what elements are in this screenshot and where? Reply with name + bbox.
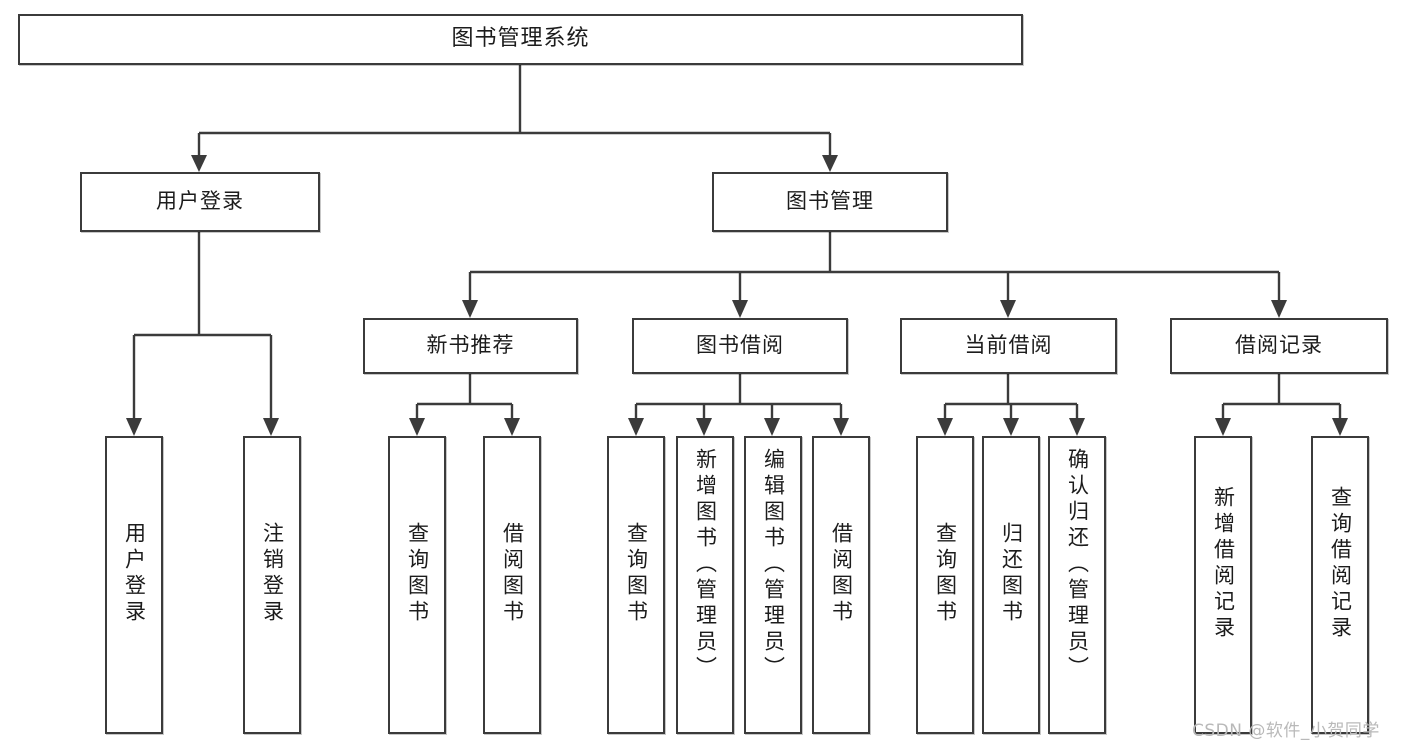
arrowhead-book-borrow (732, 300, 748, 318)
node-book-borrow[interactable]: 图书借阅 (632, 318, 848, 374)
node-label: 查询图书 (933, 522, 958, 626)
arrowhead-leaf-borrow-record-2 (1332, 418, 1348, 436)
leaf-borrow-record-2[interactable]: 查询借阅记录 (1311, 436, 1369, 734)
node-label: 借阅图书 (829, 522, 854, 626)
node-new-book-recommend[interactable]: 新书推荐 (363, 318, 578, 374)
arrowhead-current-borrow (1000, 300, 1016, 318)
leaf-user-login-1[interactable]: 用户登录 (105, 436, 163, 734)
leaf-book-borrow-3[interactable]: 编辑图书（管理员） (744, 436, 802, 734)
arrowhead-leaf-book-borrow-3 (764, 418, 780, 436)
node-label: 编辑图书（管理员） (761, 448, 786, 682)
node-label: 归还图书 (999, 522, 1024, 626)
arrowhead-borrow-record (1271, 300, 1287, 318)
node-label: 借阅图书 (500, 522, 525, 626)
leaf-user-login-2[interactable]: 注销登录 (243, 436, 301, 734)
node-label: 图书管理系统 (451, 26, 590, 52)
arrowhead-leaf-borrow-record-1 (1215, 418, 1231, 436)
node-label: 新增图书（管理员） (693, 448, 718, 682)
node-label: 图书管理 (786, 189, 874, 214)
node-label: 查询图书 (405, 522, 430, 626)
leaf-new-book-recommend-1[interactable]: 查询图书 (388, 436, 446, 734)
leaf-book-borrow-1[interactable]: 查询图书 (607, 436, 665, 734)
node-label: 用户登录 (122, 522, 147, 626)
arrowhead-leaf-current-borrow-1 (937, 418, 953, 436)
node-label: 查询借阅记录 (1328, 486, 1353, 642)
node-label: 查询图书 (624, 522, 649, 626)
arrowhead-book-manage (822, 155, 838, 172)
leaf-borrow-record-1[interactable]: 新增借阅记录 (1194, 436, 1252, 734)
node-label: 借阅记录 (1235, 333, 1323, 358)
node-label: 当前借阅 (964, 333, 1053, 358)
node-label: 新增借阅记录 (1211, 486, 1236, 642)
node-label: 确认归还（管理员） (1065, 448, 1090, 682)
node-label: 注销登录 (260, 522, 285, 626)
arrowhead-leaf-book-borrow-4 (833, 418, 849, 436)
arrowhead-leaf-user-login-1 (126, 418, 142, 436)
arrowhead-new-book (462, 300, 478, 318)
leaf-new-book-recommend-2[interactable]: 借阅图书 (483, 436, 541, 734)
arrowhead-leaf-user-login-2 (263, 418, 279, 436)
leaf-book-borrow-4[interactable]: 借阅图书 (812, 436, 870, 734)
node-label: 用户登录 (156, 189, 244, 214)
arrowhead-leaf-current-borrow-3 (1069, 418, 1085, 436)
node-current-borrow[interactable]: 当前借阅 (900, 318, 1117, 374)
node-borrow-record[interactable]: 借阅记录 (1170, 318, 1388, 374)
csdn-watermark: CSDN @软件_小贺同学 (1192, 721, 1380, 741)
node-label: 新书推荐 (426, 333, 515, 358)
arrowhead-leaf-new-book-1 (409, 418, 425, 436)
arrowhead-leaf-current-borrow-2 (1003, 418, 1019, 436)
leaf-book-borrow-2[interactable]: 新增图书（管理员） (676, 436, 734, 734)
leaf-current-borrow-1[interactable]: 查询图书 (916, 436, 974, 734)
node-user-login[interactable]: 用户登录 (80, 172, 320, 232)
arrowhead-user-login (191, 155, 207, 172)
arrowhead-leaf-book-borrow-2 (696, 418, 712, 436)
node-label: 图书借阅 (696, 333, 784, 358)
arrowhead-leaf-book-borrow-1 (628, 418, 644, 436)
node-root-book-management-system[interactable]: 图书管理系统 (18, 14, 1023, 65)
leaf-current-borrow-2[interactable]: 归还图书 (982, 436, 1040, 734)
node-book-management[interactable]: 图书管理 (712, 172, 948, 232)
leaf-current-borrow-3[interactable]: 确认归还（管理员） (1048, 436, 1106, 734)
arrowhead-leaf-new-book-2 (504, 418, 520, 436)
